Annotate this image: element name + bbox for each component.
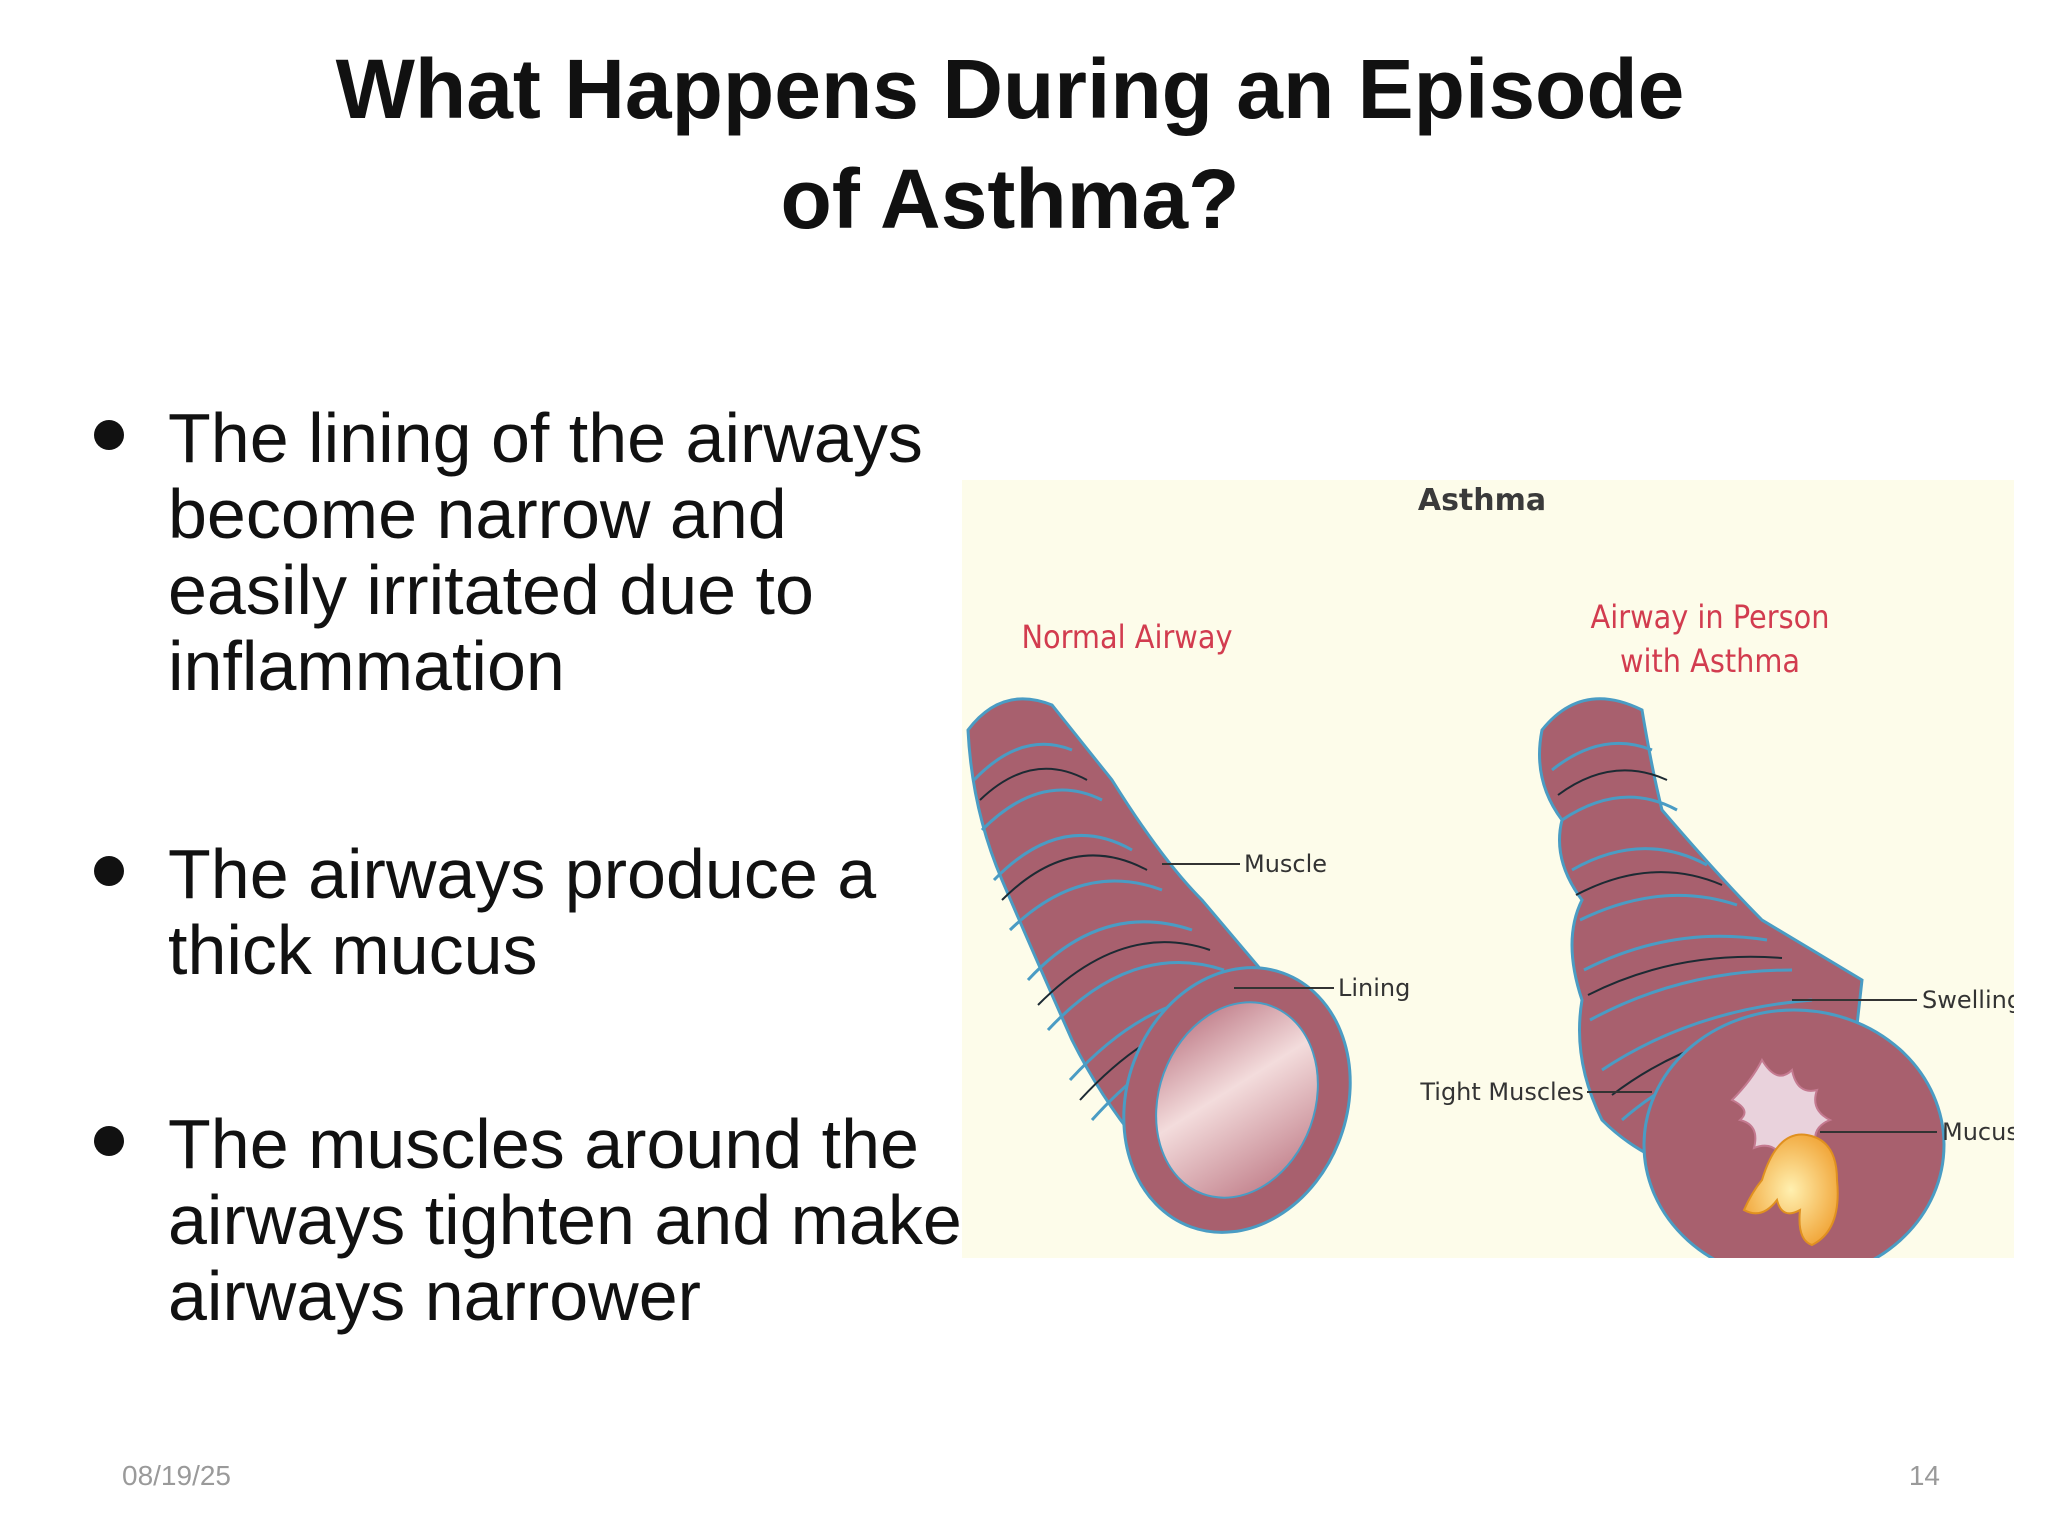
- bullet-text: The muscles around the airways tighten a…: [168, 1105, 962, 1335]
- asthma-airway-label-line1: Airway in Person: [1591, 598, 1830, 636]
- bullet-list: The lining of the airways become narrow …: [92, 400, 972, 1334]
- footer-page-number: 14: [1908, 1460, 1940, 1491]
- footer-date: 08/19/25: [122, 1460, 231, 1491]
- bullet-dot-icon: [94, 856, 124, 886]
- normal-airway-tube: [966, 697, 1352, 1234]
- figure-title: Asthma: [1418, 483, 1546, 518]
- bullet-text: The airways produce a thick mucus: [168, 835, 877, 989]
- bullet-dot-icon: [94, 1126, 124, 1156]
- swelling-label: Swelling: [1922, 986, 2014, 1014]
- asthma-airway-tube: [1538, 697, 1946, 1258]
- bullet-item: The lining of the airways become narrow …: [92, 400, 972, 704]
- bullet-text: The lining of the airways become narrow …: [168, 399, 923, 705]
- asthma-airway-label-line2: with Asthma: [1620, 642, 1800, 680]
- normal-airway-label: Normal Airway: [1022, 618, 1233, 656]
- bullet-dot-icon: [94, 420, 124, 450]
- mucus-label: Mucus: [1942, 1118, 2014, 1146]
- lining-label: Lining: [1338, 974, 1410, 1002]
- asthma-airway-illustration: Asthma Normal Airway Airway in Person wi…: [962, 480, 2014, 1258]
- tight-muscles-label: Tight Muscles: [1419, 1078, 1584, 1106]
- bullet-item: The airways produce a thick mucus: [92, 836, 972, 988]
- slide-title: What Happens During an Episode of Asthma…: [335, 42, 1685, 246]
- muscle-label: Muscle: [1244, 850, 1327, 878]
- bullet-item: The muscles around the airways tighten a…: [92, 1106, 972, 1334]
